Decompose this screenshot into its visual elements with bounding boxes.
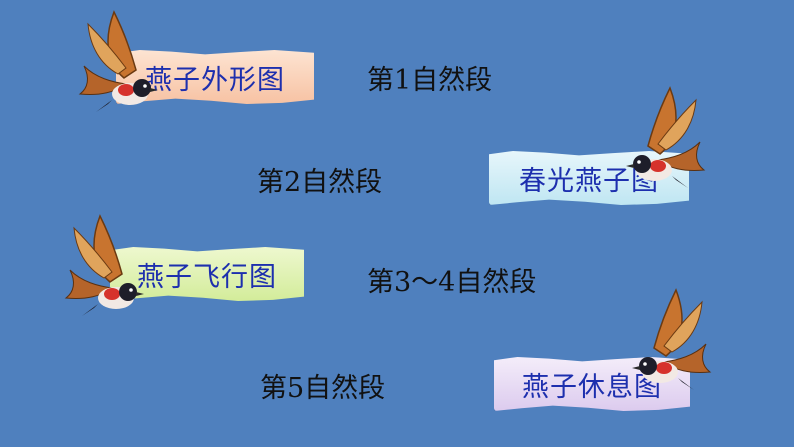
banner-label: 春光燕子图 <box>519 165 659 197</box>
banner-label: 燕子休息图 <box>522 371 662 403</box>
swallow-icon <box>626 86 706 188</box>
paragraph-label-2: 第2自然段 <box>257 167 383 198</box>
swallow-icon <box>632 288 712 390</box>
banner-label: 燕子外形图 <box>145 64 285 96</box>
banner-swallow-flying[interactable]: 燕子飞行图 <box>110 247 304 301</box>
swallow-icon <box>78 10 158 112</box>
paragraph-label-3: 第3～4自然段 <box>367 267 537 298</box>
banner-swallow-appearance[interactable]: 燕子外形图 <box>116 50 314 104</box>
paragraph-label-4: 第5自然段 <box>260 373 386 404</box>
banner-label: 燕子飞行图 <box>137 261 277 293</box>
paragraph-label-1: 第1自然段 <box>367 65 493 96</box>
swallow-icon <box>64 214 144 316</box>
